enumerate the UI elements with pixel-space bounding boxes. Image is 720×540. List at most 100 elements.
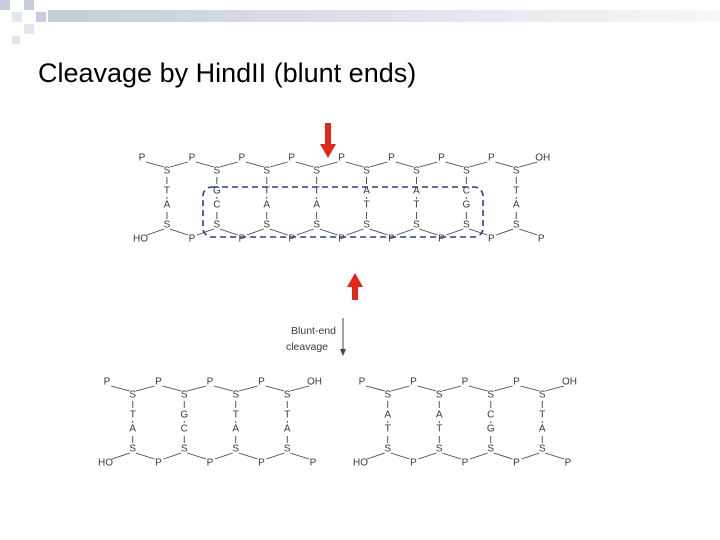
uncut-bond xyxy=(445,161,464,168)
left-top-base: T xyxy=(233,410,239,421)
left-bottom-sugar: S xyxy=(181,444,188,455)
left-bottom-phosphate: P xyxy=(155,458,162,469)
left-bottom-sugar: S xyxy=(284,444,291,455)
cleavage-arrow-top xyxy=(320,123,336,158)
left-bond xyxy=(290,452,310,460)
uncut-top-base: G xyxy=(213,186,221,197)
uncut-bond xyxy=(419,228,438,236)
uncut-top-sugar: S xyxy=(164,166,171,177)
left-bottom-sugar: S xyxy=(129,444,136,455)
uncut-bond xyxy=(319,228,338,236)
uncut-bond xyxy=(195,161,214,168)
right-bond xyxy=(390,452,410,460)
uncut-bottom-phosphate: P xyxy=(538,234,545,245)
uncut-bottom-phosphate: P xyxy=(238,234,245,245)
right-top-sugar: S xyxy=(436,390,443,401)
uncut-bond xyxy=(169,228,189,236)
right-bottom-base: G xyxy=(487,424,495,435)
left-top-sugar: S xyxy=(284,390,291,401)
uncut-bond xyxy=(319,161,338,168)
uncut-bottom-phosphate: P xyxy=(189,234,196,245)
left-bond xyxy=(135,452,155,460)
recognition-site-box xyxy=(202,186,484,238)
right-bond xyxy=(418,452,437,460)
uncut-bond xyxy=(346,228,364,236)
uncut-bond xyxy=(245,161,264,168)
uncut-bond xyxy=(446,228,464,236)
left-bond xyxy=(238,385,258,392)
right-bottom-base: A xyxy=(539,424,546,435)
uncut-bottom-base: G xyxy=(462,200,470,211)
left-top-phosphate: P xyxy=(155,377,162,388)
left-bottom-base: A xyxy=(284,424,291,435)
uncut-bottom-phosphate: P xyxy=(488,234,495,245)
left-top-sugar: S xyxy=(232,390,239,401)
uncut-bottom-sugar: S xyxy=(413,220,420,231)
right-bond xyxy=(468,385,488,392)
uncut-bottom-sugar: S xyxy=(363,220,370,231)
right-bottom-phosphate: P xyxy=(462,458,469,469)
uncut-bottom-base: A xyxy=(164,200,171,211)
uncut-bottom-base: A xyxy=(513,200,520,211)
left-top-base: G xyxy=(180,410,188,421)
uncut-bond xyxy=(269,161,288,168)
uncut-bond xyxy=(395,161,414,168)
left-bottom-phosphate: P xyxy=(207,458,214,469)
right-bond xyxy=(365,385,385,392)
right-top-phosphate: P xyxy=(462,377,469,388)
uncut-top-sugar: S xyxy=(263,166,270,177)
uncut-top-phosphate: P xyxy=(139,153,146,164)
uncut-top-phosphate: P xyxy=(388,153,395,164)
uncut-bond xyxy=(369,228,388,236)
right-bottom-base: T xyxy=(385,424,391,435)
uncut-bond xyxy=(196,228,215,236)
uncut-bond xyxy=(496,228,514,236)
uncut-bond xyxy=(345,161,364,168)
right-bottom-sugar: S xyxy=(436,444,443,455)
blunt-end-label-line1: Blunt-end xyxy=(291,325,336,337)
uncut-top-phosphate: P xyxy=(488,153,495,164)
left-bond xyxy=(110,385,130,392)
uncut-bottom-sugar: S xyxy=(263,220,270,231)
right-top-base: A xyxy=(436,410,443,421)
right-bond xyxy=(442,452,462,460)
uncut-top-phosphate: P xyxy=(238,153,245,164)
uncut-top-sugar: S xyxy=(513,166,520,177)
left-bottom-sugar: S xyxy=(232,444,239,455)
uncut-bond xyxy=(495,161,514,168)
right-bond xyxy=(442,385,462,392)
right-bottom-sugar: S xyxy=(487,444,494,455)
uncut-bottom-sugar: S xyxy=(463,220,470,231)
uncut-top-sugar: S xyxy=(363,166,370,177)
uncut-top-base: T xyxy=(513,186,519,197)
right-top-base: T xyxy=(539,410,545,421)
uncut-bond xyxy=(419,161,438,168)
left-top-phosphate: P xyxy=(104,377,111,388)
cleavage-arrow-bottom xyxy=(347,273,363,300)
uncut-top-sugar: S xyxy=(313,166,320,177)
right-top-sugar: S xyxy=(384,390,391,401)
uncut-bond xyxy=(469,228,488,236)
uncut-bond xyxy=(219,228,238,236)
right-bond xyxy=(520,385,540,392)
left-bottom-phosphate: P xyxy=(310,458,317,469)
right-top-base: A xyxy=(384,410,391,421)
left-bond xyxy=(213,385,233,392)
uncut-bond xyxy=(295,161,314,168)
uncut-bottom-base: A xyxy=(313,200,320,211)
left-top-base: T xyxy=(284,410,290,421)
uncut-top-base: A xyxy=(413,186,420,197)
uncut-three-prime-oh: OH xyxy=(535,153,550,164)
uncut-bond xyxy=(246,228,264,236)
left-bond xyxy=(187,452,207,460)
left-bond xyxy=(187,385,207,392)
right-three-prime-oh: OH xyxy=(562,377,577,388)
right-top-phosphate: P xyxy=(513,377,520,388)
left-bond xyxy=(238,452,258,460)
left-bottom-base: A xyxy=(129,424,136,435)
uncut-bond xyxy=(369,161,388,168)
